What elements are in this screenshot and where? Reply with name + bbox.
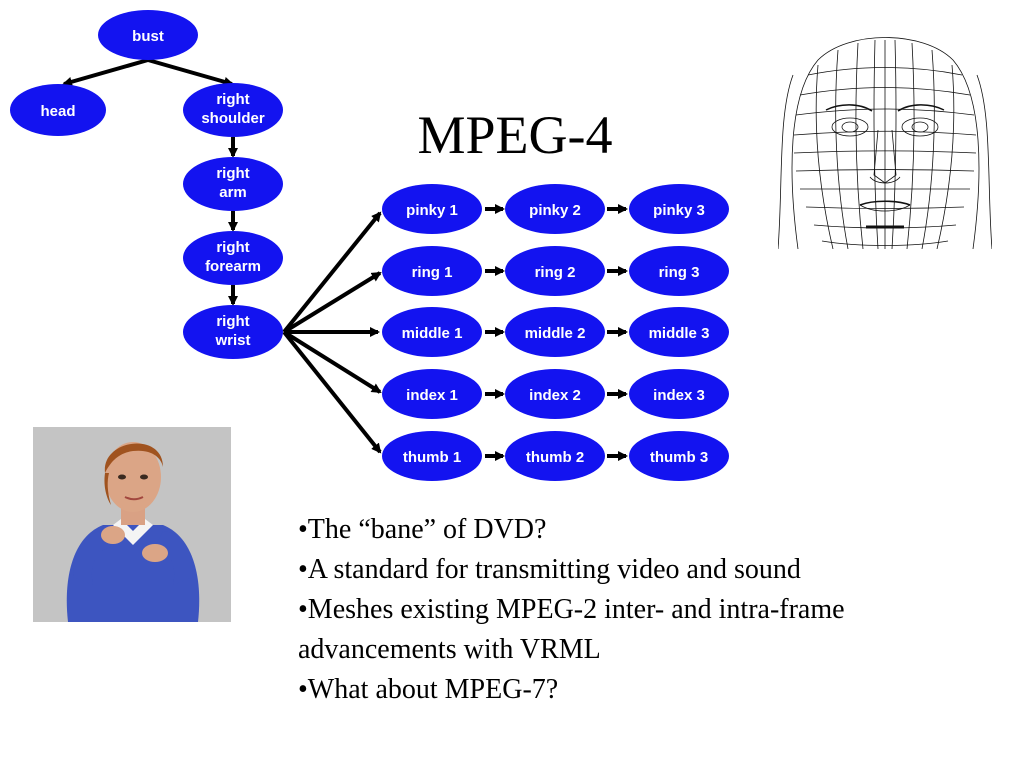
node-pinky-2: pinky 2 [505,184,605,234]
node-right-shoulder-label-2: shoulder [201,110,265,127]
node-pinky-3-label: pinky 3 [653,202,705,219]
edge-bust-shoulder [147,58,234,87]
node-thumb-1: thumb 1 [382,431,482,481]
edge-bust-head [62,58,149,87]
node-right-wrist-label-1: right [216,313,249,330]
node-right-shoulder-label-1: right [216,91,249,108]
node-pinky-1: pinky 1 [382,184,482,234]
node-thumb-1-label: thumb 1 [403,449,461,466]
node-right-wrist-label-2: wrist [214,332,250,349]
node-middle-2: middle 2 [505,307,605,357]
node-ring-3-label: ring 3 [659,264,700,281]
face-mesh-image [777,35,993,250]
node-right-forearm-label-2: forearm [205,258,261,275]
node-middle-3: middle 3 [629,307,729,357]
node-pinky-2-label: pinky 2 [529,202,581,219]
node-middle-2-label: middle 2 [525,325,586,342]
edge-wrist-pinky1 [282,211,382,334]
bullet-list: •The “bane” of DVD? •A standard for tran… [298,510,998,710]
node-right-forearm: right forearm [183,231,283,285]
node-ring-2: ring 2 [505,246,605,296]
node-right-arm-label-2: arm [219,184,247,201]
node-right-arm-label-1: right [216,165,249,182]
bullet-item: •A standard for transmitting video and s… [298,554,801,585]
node-pinky-3: pinky 3 [629,184,729,234]
node-right-wrist: right wrist [183,305,283,359]
node-index-2: index 2 [505,369,605,419]
node-ring-3: ring 3 [629,246,729,296]
bullet-item: •What about MPEG-7? [298,674,559,705]
node-right-arm: right arm [183,157,283,211]
face-mesh-drawing [777,37,993,250]
node-middle-1: middle 1 [382,307,482,357]
edge-wrist-index1 [282,330,382,394]
diagram-edges [62,58,628,461]
node-right-shoulder: right shoulder [183,83,283,137]
node-index-1: index 1 [382,369,482,419]
node-middle-1-label: middle 1 [402,325,463,342]
node-ring-2-label: ring 2 [535,264,576,281]
node-index-2-label: index 2 [529,387,581,404]
node-pinky-1-label: pinky 1 [406,202,458,219]
edge-wrist-thumb1 [282,330,382,454]
edge-wrist-ring1 [282,271,382,334]
node-thumb-2-label: thumb 2 [526,449,584,466]
slide-title: MPEG-4 [417,105,613,165]
node-head: head [10,84,106,136]
node-index-3: index 3 [629,369,729,419]
node-head-label: head [40,103,75,120]
body-hierarchy-diagram: bust head right shoulder right arm right… [10,10,729,481]
node-bust-label: bust [132,28,164,45]
node-thumb-3-label: thumb 3 [650,449,708,466]
node-ring-1: ring 1 [382,246,482,296]
node-ring-1-label: ring 1 [412,264,453,281]
node-thumb-3: thumb 3 [629,431,729,481]
node-thumb-2: thumb 2 [505,431,605,481]
node-middle-3-label: middle 3 [649,325,710,342]
signing-avatar-drawing [33,427,231,622]
node-index-3-label: index 3 [653,387,705,404]
node-bust: bust [98,10,198,60]
signing-avatar-image [33,427,231,622]
node-right-forearm-label-1: right [216,239,249,256]
node-index-1-label: index 1 [406,387,458,404]
bullet-item: •The “bane” of DVD? [298,514,547,545]
bullet-item: •Meshes existing MPEG-2 inter- and intra… [298,594,845,665]
